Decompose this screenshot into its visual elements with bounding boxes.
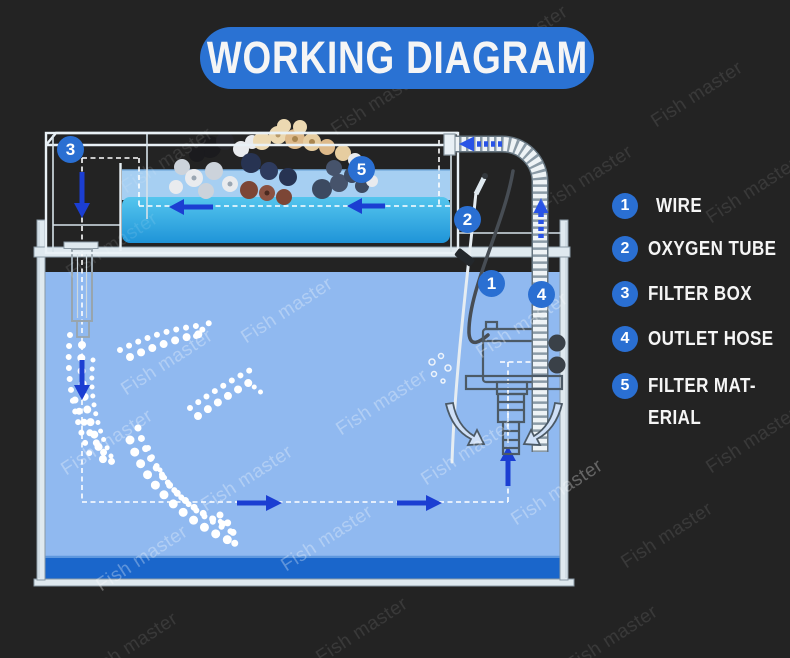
filter-box (44, 119, 460, 255)
legend-num-3: 3 (612, 281, 638, 307)
outflow-arrow-right (522, 401, 564, 446)
wire (467, 169, 515, 344)
legend-label-outlet-hose: OUTLET HOSE (648, 327, 774, 350)
tank-bottom-glass (33, 578, 575, 587)
legend-item-wire: 1 WIRE (612, 193, 710, 219)
legend-num-4: 4 (612, 326, 638, 352)
pump-mount (444, 334, 566, 446)
callout-2-oxygen-tube: 2 (454, 206, 481, 233)
legend-label-filter-material: FILTER MAT- (648, 374, 756, 397)
callout-3-filter-box: 3 (57, 136, 84, 163)
outlet-hose (443, 133, 549, 452)
title-banner: WORKING DIAGRAM (200, 27, 594, 89)
legend-item-filter-material: 5 FILTER MAT- (612, 373, 775, 399)
tank-right-wall (559, 219, 569, 581)
legend-label-filter-material-line2: ERIAL (648, 407, 702, 429)
suction-cup (548, 356, 566, 374)
bubbles (65, 317, 452, 556)
legend-label-wire: WIRE (656, 194, 703, 217)
legend-item-oxygen-tube: 2 OXYGEN TUBE (612, 236, 790, 262)
callout-1-wire: 1 (478, 270, 505, 297)
legend-item-filter-box: 3 FILTER BOX (612, 281, 770, 307)
hose-connector (443, 133, 456, 156)
substrate (44, 558, 562, 580)
suction-cup (548, 334, 566, 352)
legend-num-5: 5 (612, 373, 638, 399)
legend-label-oxygen-tube: OXYGEN TUBE (648, 237, 777, 260)
filter-box-dashes (82, 140, 452, 207)
intake-pipe (63, 241, 99, 338)
flow-arrow-down (74, 360, 90, 400)
flow-arrow-right (397, 495, 442, 511)
water-pump (481, 320, 549, 456)
page-title: WORKING DIAGRAM (206, 32, 588, 83)
flow-arrow-left (347, 198, 385, 214)
filter-box-frame (44, 131, 460, 255)
flow-arrow-left (169, 199, 213, 215)
flow-arrows (74, 360, 516, 511)
legend-num-2: 2 (612, 236, 638, 262)
legend-label-filter-box: FILTER BOX (648, 282, 753, 305)
tank-left-wall (36, 219, 46, 581)
flow-arrow-down (74, 172, 90, 218)
flow-arrow-up (500, 446, 516, 486)
callout-5-filter-material: 5 (348, 156, 375, 183)
legend-item-outlet-hose: 4 OUTLET HOSE (612, 326, 790, 352)
outflow-arrow-left (444, 401, 486, 446)
flow-arrow-right (237, 495, 282, 511)
callout-4-outlet-hose: 4 (528, 281, 555, 308)
legend-num-1: 1 (612, 193, 638, 219)
tank-water (45, 272, 561, 556)
